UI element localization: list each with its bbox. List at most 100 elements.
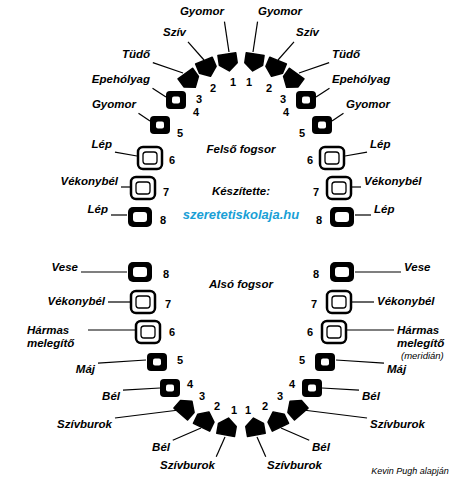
tooth-number: 3: [280, 93, 286, 106]
premolar: [296, 91, 316, 109]
incisor: [244, 53, 264, 72]
incisor: [217, 417, 238, 437]
leader-line: [115, 410, 179, 418]
incisor: [178, 68, 203, 92]
wisdom-tooth-center: [133, 267, 147, 277]
tooth-number: 5: [177, 127, 183, 140]
tooth-shape: [302, 379, 322, 397]
organ-label: Bél: [362, 390, 380, 403]
meridian-note: (meridián): [401, 351, 444, 362]
leader-line: [316, 88, 329, 97]
tooth-number: 8: [160, 214, 166, 227]
organ-label: Szív: [296, 26, 319, 39]
tooth-number: 5: [299, 354, 305, 367]
tooth-shape: [160, 379, 180, 397]
leader-line: [336, 360, 384, 363]
tooth-number: 8: [313, 268, 319, 281]
premolar: [302, 379, 322, 397]
leader-line: [108, 301, 130, 302]
organ-label: Szívburok: [370, 418, 425, 431]
premolar: [312, 116, 332, 134]
incisor: [279, 68, 304, 92]
molar-crown: [325, 152, 339, 164]
molar: [136, 321, 160, 343]
organ-label: Lép: [374, 203, 394, 216]
organ-label: Lép: [92, 138, 112, 151]
incisor: [283, 395, 308, 420]
organ-label: Epehólyag: [92, 73, 150, 86]
leader-line: [138, 113, 150, 121]
premolar: [147, 353, 167, 371]
incisor: [174, 395, 199, 420]
tooth-shape: [296, 91, 316, 109]
leader-line: [224, 22, 229, 52]
organ-label: Szívburok: [160, 459, 215, 472]
incisor: [265, 408, 289, 431]
organ-label: Vékonybél: [60, 175, 118, 188]
tooth-shape: [283, 395, 308, 420]
premolar-center: [172, 97, 180, 104]
organ-label: Vékonybél: [377, 295, 435, 308]
molar: [138, 147, 162, 169]
tooth-shape: [320, 147, 344, 169]
teeth: [128, 53, 354, 437]
molar-crown: [143, 152, 157, 164]
premolar-center: [321, 359, 329, 366]
leader-line: [253, 22, 258, 52]
tooth-shape: [322, 321, 346, 343]
tooth-number: 7: [313, 186, 319, 199]
organ-label: Bél: [152, 441, 170, 454]
organ-label: Bél: [312, 441, 330, 454]
tooth-number: 5: [177, 354, 183, 367]
tooth-number: 1: [230, 76, 236, 89]
tooth-number: 3: [277, 390, 283, 403]
tooth-shape: [136, 321, 160, 343]
molar: [131, 291, 155, 313]
leader-line: [115, 152, 137, 156]
wisdom-tooth: [330, 207, 354, 227]
leader-line: [355, 271, 401, 272]
molar: [327, 291, 351, 313]
tooth-shape: [327, 177, 351, 199]
organ-label: Gyomor: [346, 98, 390, 111]
leader-line: [332, 113, 344, 121]
tooth-shape: [166, 91, 186, 109]
watermark: szeretetiskolaja.hu: [183, 208, 299, 223]
tooth-shape: [131, 291, 155, 313]
leader-line: [352, 301, 374, 302]
premolar: [166, 91, 186, 109]
tooth-number: 6: [307, 326, 313, 339]
tooth-number: 6: [169, 326, 175, 339]
leader-line: [278, 42, 294, 60]
organ-label: Tüdő: [332, 48, 360, 61]
molar: [131, 177, 155, 199]
organ-label: Tüdő: [122, 48, 150, 61]
molar-crown: [332, 182, 346, 194]
tooth-number: 6: [307, 154, 313, 167]
tooth-number: 6: [169, 154, 175, 167]
leader-line: [173, 428, 201, 440]
leader-line: [153, 63, 183, 73]
tooth-shape: [312, 116, 332, 134]
tooth-shape: [128, 262, 152, 282]
tooth-shape: [178, 68, 203, 92]
leader-line: [322, 388, 359, 390]
leader-line: [281, 428, 309, 440]
tooth-number: 8: [163, 268, 169, 281]
leader-line: [81, 271, 127, 272]
tooth-number: 7: [311, 298, 317, 311]
leader-line: [188, 42, 204, 60]
tooth-shape: [265, 408, 289, 431]
organ-label: Máj: [387, 363, 406, 376]
organ-label: Hármas melegítő: [397, 324, 455, 350]
organ-label: Lép: [88, 203, 108, 216]
tooth-shape: [218, 53, 238, 72]
arch-label: Felső fogsor: [206, 143, 275, 156]
organ-label: Gyomor: [92, 98, 136, 111]
tooth-shape: [279, 68, 304, 92]
wisdom-tooth-center: [335, 267, 349, 277]
tooth-number: 7: [163, 186, 169, 199]
tooth-number: 1: [245, 404, 251, 417]
organ-label: Epehólyag: [332, 73, 390, 86]
leader-lines: [81, 22, 401, 457]
